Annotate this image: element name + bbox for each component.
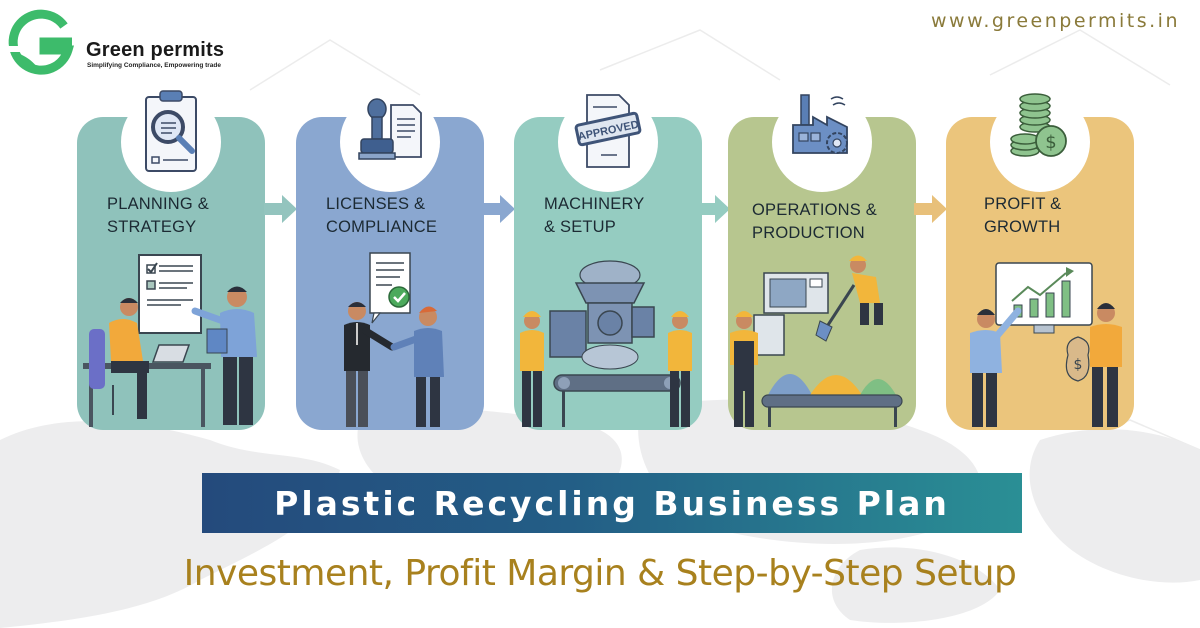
step-card-licenses: LICENSES & COMPLIANCE bbox=[296, 92, 484, 430]
brand-name: Green permits bbox=[86, 39, 225, 61]
step-label-line2: & SETUP bbox=[544, 218, 617, 236]
step-label-line2: STRATEGY bbox=[107, 218, 197, 236]
website-link[interactable]: www.greenpermits.in bbox=[930, 10, 1180, 32]
planning-meeting-illustration bbox=[83, 254, 257, 427]
title-banner: Plastic Recycling Business Plan bbox=[202, 473, 1022, 533]
step-label-line1: PROFIT & bbox=[984, 195, 1062, 213]
brand-logo[interactable]: Green permits Simplifying Compliance, Em… bbox=[6, 8, 246, 78]
step-label: OPERATIONS & PRODUCTION bbox=[752, 199, 877, 245]
step-label-line2: GROWTH bbox=[984, 218, 1061, 236]
background-world-map bbox=[0, 399, 1200, 628]
shredder-machine-workers-illustration bbox=[520, 260, 692, 427]
svg-text:$: $ bbox=[1074, 357, 1083, 373]
step-card-machinery: APPROVED MACHINERY & SETUP bbox=[514, 92, 702, 430]
step-label: PLANNING & STRATEGY bbox=[107, 193, 209, 239]
step-label: PROFIT & GROWTH bbox=[984, 193, 1061, 239]
step-card-operations: OPERATIONS & PRODUCTION bbox=[728, 92, 916, 430]
page-title: Plastic Recycling Business Plan bbox=[274, 483, 950, 523]
step-label-line2: PRODUCTION bbox=[752, 224, 865, 242]
arrow-right-icon bbox=[914, 195, 947, 223]
production-conveyor-illustration bbox=[730, 255, 903, 427]
growth-chart-money-illustration: $ bbox=[970, 262, 1122, 427]
step-label-line1: LICENSES & bbox=[326, 195, 426, 213]
step-label-line1: PLANNING & bbox=[107, 195, 209, 213]
step-label-line1: OPERATIONS & bbox=[752, 201, 877, 219]
clipboard-magnifier-icon bbox=[145, 90, 197, 172]
arrow-right-icon bbox=[697, 195, 730, 223]
step-card-profit: $ PROFIT & GROWTH $ bbox=[946, 92, 1134, 430]
step-card-planning: PLANNING & STRATEGY bbox=[77, 90, 265, 430]
factory-gear-icon bbox=[792, 94, 848, 154]
step-label-line1: MACHINERY bbox=[544, 195, 645, 213]
brand-tagline: Simplifying Compliance, Empowering trade bbox=[87, 62, 221, 69]
handshake-approval-illustration bbox=[344, 252, 444, 427]
coins-dollar-icon: $ bbox=[1010, 93, 1067, 157]
arrow-right-icon bbox=[482, 195, 515, 223]
step-label: LICENSES & COMPLIANCE bbox=[326, 193, 437, 239]
step-label: MACHINERY & SETUP bbox=[544, 193, 645, 239]
svg-text:$: $ bbox=[1045, 132, 1056, 153]
approved-document-icon: APPROVED bbox=[574, 94, 642, 168]
step-label-line2: COMPLIANCE bbox=[326, 218, 438, 236]
g-leaf-logo-icon bbox=[6, 9, 75, 75]
arrow-right-icon bbox=[264, 195, 297, 223]
rubber-stamp-document-icon bbox=[358, 98, 422, 160]
page-subtitle: Investment, Profit Margin & Step-by-Step… bbox=[183, 553, 1017, 594]
